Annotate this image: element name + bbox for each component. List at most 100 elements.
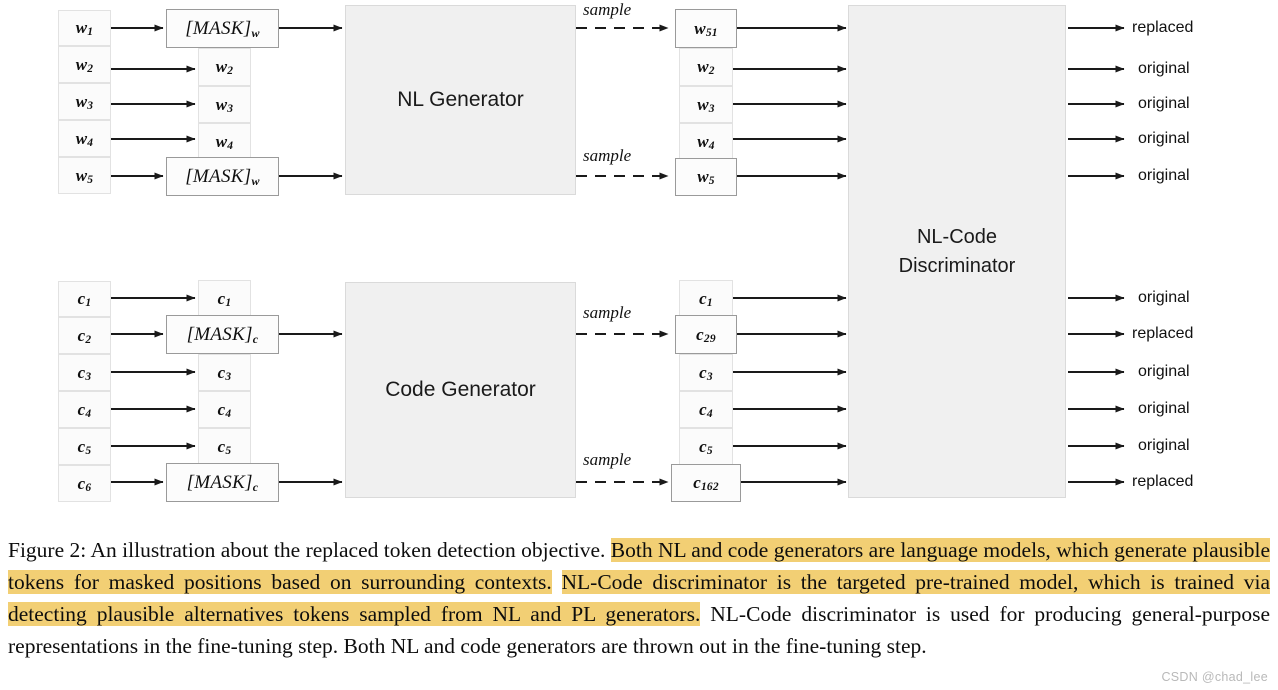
token-sub: c <box>252 332 259 346</box>
discriminator-label-line1: NL-Code <box>916 225 998 248</box>
token-sub: 2 <box>85 333 92 346</box>
token-base: [MASK] <box>186 323 253 345</box>
nl-masked-token-1: [MASK]w <box>166 9 279 48</box>
token-sub: w <box>251 26 260 40</box>
token-base: c <box>699 289 707 308</box>
token-base: c <box>699 362 707 382</box>
token-sub: 1 <box>225 297 232 309</box>
nl-sample-label-2: sample <box>583 146 632 165</box>
token-base: c <box>77 325 86 345</box>
token-base: c <box>217 399 226 419</box>
token-sub: 4 <box>227 139 234 152</box>
token-sub: 3 <box>225 370 232 383</box>
token-base: c <box>77 362 86 382</box>
token-sub: 5 <box>87 173 94 186</box>
nl-generator-block: NL Generator <box>345 5 576 195</box>
token-sub: 3 <box>706 370 713 383</box>
nl-generator-label: NL Generator <box>397 87 524 111</box>
token-sub: 4 <box>708 139 715 152</box>
token-base: c <box>217 289 226 308</box>
caption-segment: Figure 2: An illustration about the repl… <box>8 538 611 562</box>
token-base: w <box>215 57 228 76</box>
code-generator-label: Code Generator <box>385 377 536 401</box>
figure-caption: Figure 2: An illustration about the repl… <box>0 520 1278 690</box>
token-sub: 51 <box>705 26 718 39</box>
token-sub: 2 <box>227 65 234 77</box>
code-sample-label-2: sample <box>583 450 632 469</box>
token-base: w <box>75 128 88 148</box>
token-base: c <box>699 436 707 456</box>
code-masked-token-6: [MASK]c <box>166 463 279 502</box>
arrow-layer <box>111 24 1125 486</box>
code-masked-token-2: [MASK]c <box>166 315 279 354</box>
token-sub: 1 <box>706 297 713 309</box>
token-sub: 4 <box>87 136 94 149</box>
token-base: [MASK] <box>185 17 252 39</box>
token-sub: 3 <box>227 102 234 115</box>
token-base: w <box>697 57 709 76</box>
token-sub: 1 <box>85 297 92 309</box>
token-sub: 4 <box>225 407 232 420</box>
code-output-label-4: original <box>1138 400 1190 417</box>
token-base: w <box>75 54 88 74</box>
token-sub: 2 <box>708 65 715 77</box>
token-sub: 1 <box>87 26 94 38</box>
token-sub: 5 <box>225 444 232 457</box>
token-base: w <box>75 91 88 111</box>
code-output-label-3: original <box>1138 363 1190 380</box>
token-sub: 3 <box>85 370 92 383</box>
code-output-label-5: original <box>1138 437 1190 454</box>
discriminator-label-line2: Discriminator <box>898 254 1016 277</box>
token-sub: 6 <box>85 481 92 494</box>
nl-code-discriminator-block: NL-Code Discriminator <box>848 5 1066 498</box>
code-output-label-1: original <box>1138 289 1190 306</box>
token-base: c <box>217 436 226 456</box>
token-base: c <box>699 399 707 419</box>
token-sub: 2 <box>87 62 94 75</box>
code-output-label-2: replaced <box>1132 325 1194 342</box>
token-base: c <box>77 473 86 493</box>
token-sub: 5 <box>706 444 713 457</box>
token-base: c <box>217 362 226 382</box>
token-base: w <box>697 94 709 114</box>
nl-masked-token-5: [MASK]w <box>166 157 279 196</box>
nl-output-label-1: replaced <box>1132 19 1194 36</box>
token-sub: 4 <box>706 407 713 420</box>
caption-segment: NL-Code discriminator is used for produc… <box>8 602 1271 658</box>
caption-segment <box>552 570 562 594</box>
token-sub: 5 <box>85 444 92 457</box>
token-base: w <box>694 18 706 38</box>
token-base: w <box>75 165 88 185</box>
nl-output-label-2: original <box>1138 60 1190 77</box>
watermark: CSDN @chad_lee <box>1161 670 1268 684</box>
token-sub: w <box>251 174 260 188</box>
token-sub: 29 <box>703 332 716 345</box>
token-sub: c <box>252 480 259 494</box>
token-base: [MASK] <box>185 165 252 187</box>
token-base: c <box>696 324 704 344</box>
token-base: w <box>697 167 709 186</box>
